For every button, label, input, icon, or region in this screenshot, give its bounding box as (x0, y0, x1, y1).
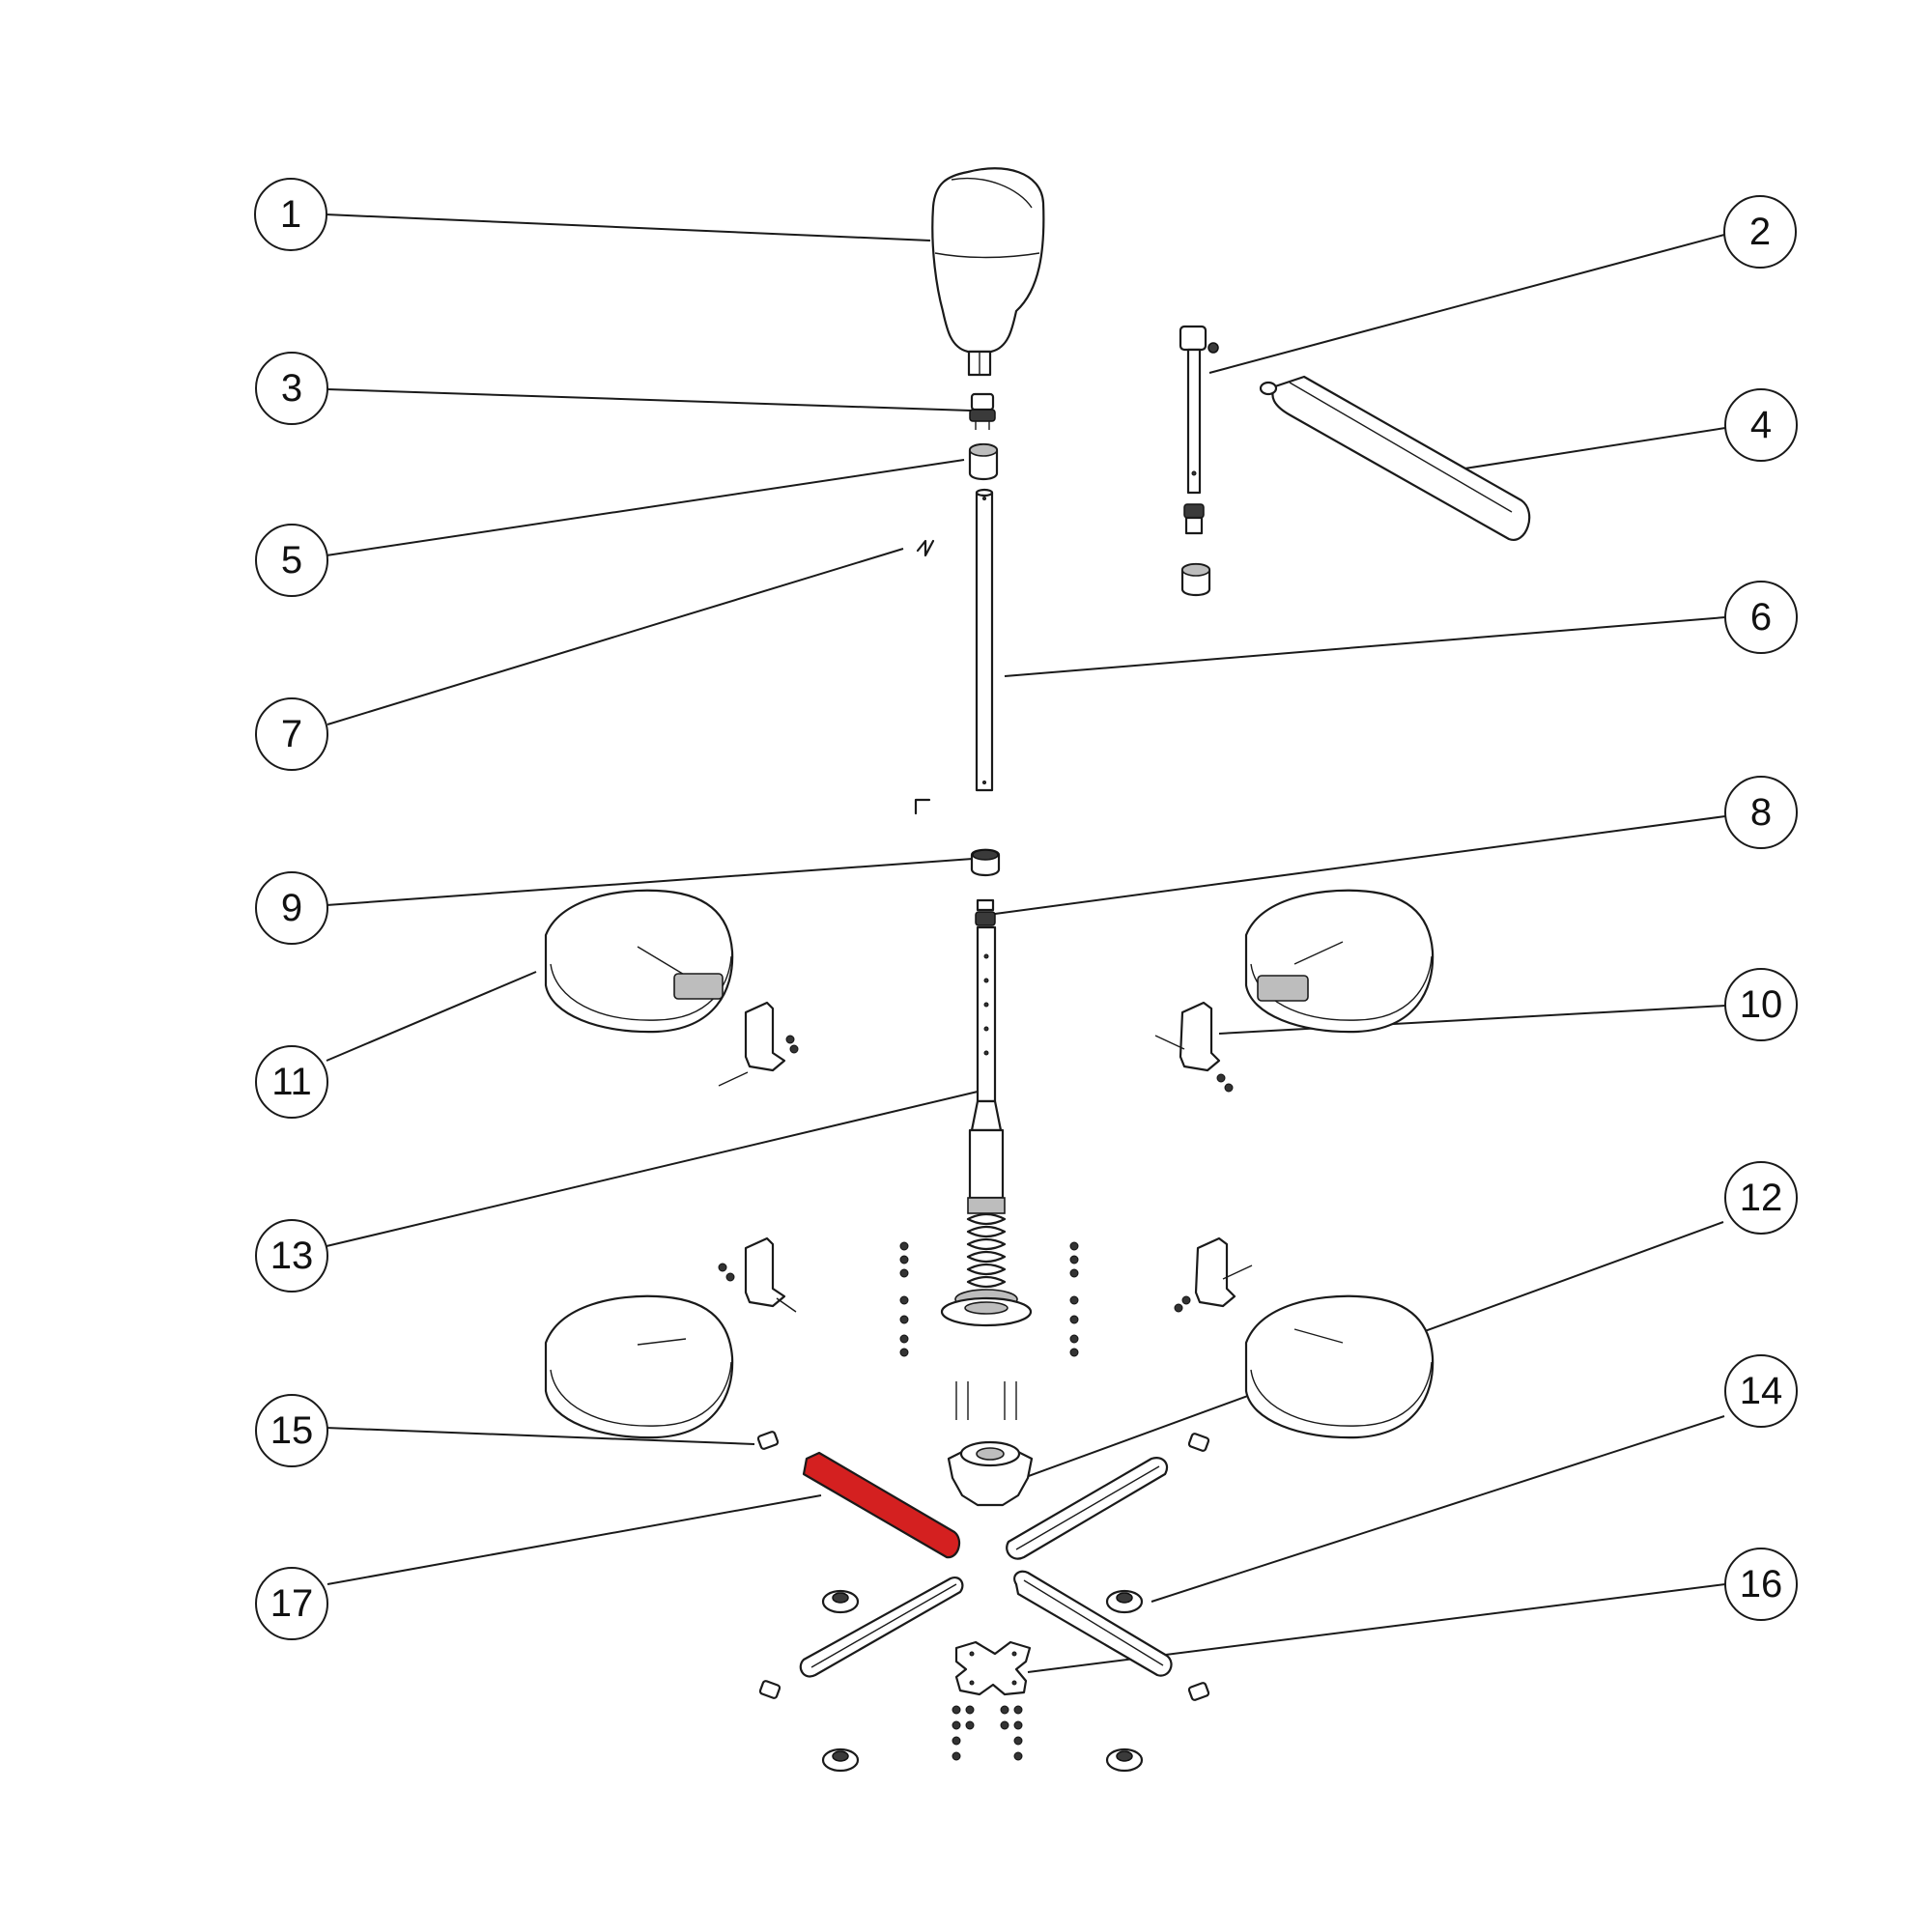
callout-13-label: 13 (270, 1235, 314, 1277)
leader-6 (1004, 616, 1726, 677)
part-leg-highlighted (802, 1451, 961, 1559)
part-cap-top (968, 442, 999, 481)
leader-10 (1218, 1005, 1726, 1035)
callout-17-label: 17 (270, 1582, 314, 1625)
leader-13 (326, 1091, 979, 1247)
part-lower-pole-spring (940, 925, 1033, 1327)
part-bolts (899, 1241, 1079, 1420)
part-end-cap-upper-right (1187, 1433, 1210, 1452)
part-bracket-upper-left (718, 1001, 799, 1087)
part-head-bag (931, 167, 1045, 377)
callout-9-label: 9 (281, 887, 302, 929)
callout-7: 7 (255, 697, 328, 771)
callout-8: 8 (1724, 776, 1798, 849)
callout-10-label: 10 (1740, 983, 1783, 1026)
callout-8-label: 8 (1750, 791, 1772, 834)
callout-11: 11 (255, 1045, 328, 1119)
callout-10: 10 (1724, 968, 1798, 1041)
callout-2-label: 2 (1749, 211, 1771, 253)
part-padded-bar (1259, 375, 1531, 541)
leader-3 (327, 388, 972, 412)
leader-2 (1208, 234, 1725, 374)
callout-14: 14 (1724, 1354, 1798, 1428)
callout-4-label: 4 (1750, 404, 1772, 446)
callout-13: 13 (255, 1219, 328, 1293)
callout-1-label: 1 (280, 193, 301, 236)
callout-17: 17 (255, 1567, 328, 1640)
part-end-cap-upper-left (756, 1431, 780, 1450)
part-upper-pole (975, 488, 994, 792)
callout-2: 2 (1723, 195, 1797, 269)
callout-5-label: 5 (281, 539, 302, 582)
callout-12: 12 (1724, 1161, 1798, 1235)
part-foot-3 (821, 1747, 860, 1773)
callout-1: 1 (254, 178, 327, 251)
callout-3-label: 3 (281, 367, 302, 410)
part-bracket-upper-right (1154, 1001, 1234, 1093)
leader-17 (327, 1494, 822, 1585)
part-pin (914, 539, 935, 815)
part-bottom-cross-plate (954, 1640, 1032, 1696)
callout-11-label: 11 (271, 1061, 312, 1103)
part-nut (970, 848, 1001, 877)
callout-16-label: 16 (1740, 1563, 1783, 1605)
part-leg-lower-right (1013, 1570, 1173, 1677)
leader-8 (994, 815, 1726, 915)
part-end-cap-lower-left (758, 1680, 781, 1699)
part-foot-2 (1105, 1589, 1144, 1614)
callout-14-label: 14 (1740, 1370, 1783, 1412)
leader-9 (326, 858, 974, 906)
leader-lines (325, 213, 1726, 1673)
callout-4: 4 (1724, 388, 1798, 462)
leader-15 (325, 1427, 755, 1445)
leader-14 (1151, 1415, 1725, 1603)
part-connector-top (969, 392, 996, 430)
callout-6: 6 (1724, 581, 1798, 654)
spring-coils (966, 1212, 1007, 1289)
part-foot-1 (821, 1589, 860, 1614)
callout-12-label: 12 (1740, 1177, 1783, 1219)
part-spring-connector (975, 898, 996, 926)
part-bracket-lower-left (718, 1236, 797, 1313)
callout-7-label: 7 (281, 713, 302, 755)
leader-1 (325, 213, 931, 242)
callout-9: 9 (255, 871, 328, 945)
callout-16: 16 (1724, 1548, 1798, 1621)
part-bottom-screws (952, 1705, 1023, 1761)
part-weight-base-bottom-left (544, 1294, 734, 1439)
part-foot-4 (1105, 1747, 1144, 1773)
leader-5 (326, 459, 965, 556)
callout-5: 5 (255, 524, 328, 597)
leader-11 (326, 971, 537, 1062)
part-bracket-lower-right (1174, 1236, 1253, 1313)
part-center-base-plate (947, 1440, 1034, 1507)
part-weight-base-bottom-right (1244, 1294, 1435, 1439)
part-side-pole (1179, 325, 1219, 597)
callout-15: 15 (255, 1394, 328, 1467)
callout-6-label: 6 (1750, 596, 1772, 639)
part-leg-upper-right (1006, 1457, 1169, 1560)
part-weight-base-top-right (1244, 889, 1435, 1034)
part-end-cap-lower-right (1187, 1682, 1210, 1701)
part-weight-base-top-left (544, 889, 734, 1034)
leader-4 (1458, 427, 1726, 470)
leader-7 (327, 548, 904, 725)
callout-3: 3 (255, 352, 328, 425)
part-leg-lower-left (799, 1577, 964, 1678)
callout-15-label: 15 (270, 1409, 314, 1452)
